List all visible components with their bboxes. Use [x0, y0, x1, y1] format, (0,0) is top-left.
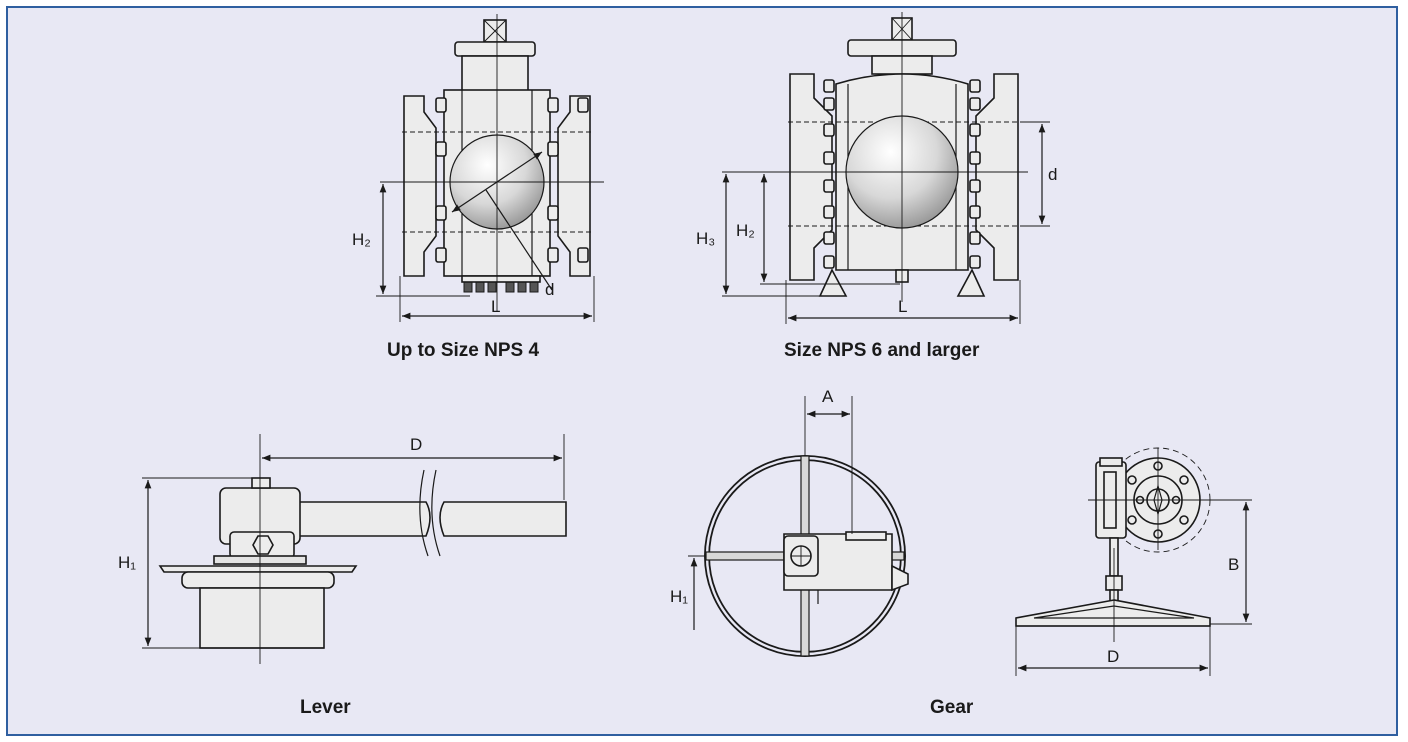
dim-h1-gear: H₁	[670, 587, 688, 606]
caption-gear: Gear	[930, 697, 974, 718]
dim-d-lever: D	[410, 435, 422, 454]
dim-h2-nps4: H₂	[352, 230, 371, 249]
dim-d-nps4: d	[545, 280, 554, 299]
caption-nps6: Size NPS 6 and larger	[784, 340, 980, 361]
dim-h3-nps6: H₃	[696, 229, 715, 248]
dim-d-gear: D	[1107, 647, 1119, 666]
dim-h2-nps6: H₂	[736, 221, 755, 240]
dim-l-nps4: L	[491, 297, 500, 316]
view-lever-operator	[142, 434, 567, 664]
caption-nps4: Up to Size NPS 4	[387, 340, 539, 361]
dim-d-nps6: d	[1048, 165, 1057, 184]
dim-a-gear: A	[822, 387, 834, 406]
view-nps6-valve	[722, 12, 1050, 324]
dim-l-nps6: L	[898, 297, 907, 316]
caption-lever: Lever	[300, 697, 351, 718]
view-gear-operator-side	[1015, 447, 1252, 676]
dim-b-gear: B	[1228, 555, 1239, 574]
view-nps4-valve	[376, 14, 604, 322]
view-gear-operator-front	[688, 396, 909, 657]
dim-h1-lever: H₁	[118, 553, 136, 572]
